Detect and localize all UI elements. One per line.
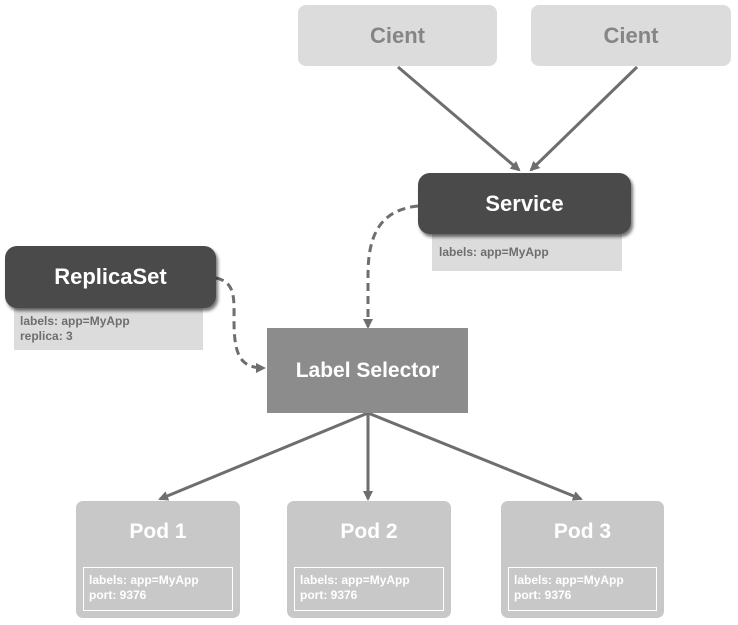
client-node-1: Cient bbox=[298, 5, 497, 66]
pod-title: Pod 1 bbox=[129, 520, 187, 543]
arrow-selector-to-pod3 bbox=[367, 411, 583, 501]
pod-title: Pod 3 bbox=[553, 520, 612, 543]
replicaset-replica-text: replica: 3 bbox=[20, 329, 73, 343]
pod-info-box: labels: app=MyApp port: 9376 bbox=[294, 567, 444, 611]
dashed-replicaset-to-selector bbox=[215, 276, 266, 373]
arrow-selector-to-pod1 bbox=[158, 411, 369, 501]
pod-node-2: Pod 2 labels: app=MyApp port: 9376 bbox=[287, 501, 451, 618]
pod-port-text: port: 9376 bbox=[89, 588, 147, 602]
pod-port-text: port: 9376 bbox=[514, 588, 572, 602]
pod-info-box: labels: app=MyApp port: 9376 bbox=[83, 567, 233, 611]
pod-labels-text: labels: app=MyApp bbox=[300, 573, 410, 587]
pod-node-1: Pod 1 labels: app=MyApp port: 9376 bbox=[76, 501, 240, 618]
pod-node-3: Pod 3 labels: app=MyApp port: 9376 bbox=[501, 501, 664, 618]
replicaset-labels-text: labels: app=MyApp bbox=[20, 314, 130, 328]
pod-port-text: port: 9376 bbox=[300, 588, 358, 602]
arrow-client1-to-service bbox=[397, 65, 521, 172]
service-labels-text: labels: app=MyApp bbox=[439, 245, 549, 259]
label-selector-node: Label Selector bbox=[267, 328, 468, 413]
client-node-2: Cient bbox=[531, 5, 731, 66]
pod-labels-text: labels: app=MyApp bbox=[514, 573, 624, 587]
pod-labels-text: labels: app=MyApp bbox=[89, 573, 199, 587]
pod-info-box: labels: app=MyApp port: 9376 bbox=[508, 567, 657, 611]
service-node: Service bbox=[418, 173, 631, 234]
replicaset-node: ReplicaSet bbox=[5, 246, 216, 308]
arrow-client2-to-service bbox=[529, 65, 639, 172]
pod-title: Pod 2 bbox=[340, 520, 398, 543]
dashed-service-to-selector bbox=[363, 204, 419, 329]
